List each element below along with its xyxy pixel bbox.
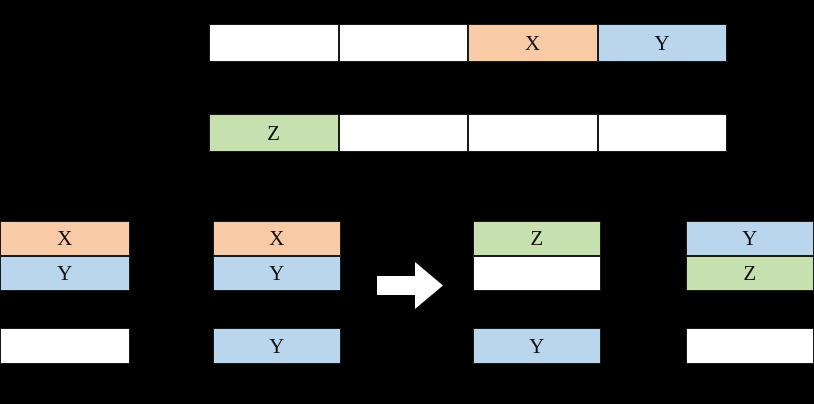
bottom-column-4-stack-cell-1: Y	[686, 221, 814, 256]
bottom-column-3-stack-cell-2	[473, 256, 601, 291]
top-row-1-cell-4: Y	[597, 24, 727, 62]
bottom-column-1-stack-cell-2: Y	[0, 256, 130, 291]
bottom-column-3-stack-cell-1: Z	[473, 221, 601, 256]
top-row-1-cell-3: X	[468, 24, 598, 62]
top-row-1-cell-1	[209, 24, 339, 62]
bottom-column-1-stack-cell-1: X	[0, 221, 130, 256]
top-row-2-cell-2	[338, 114, 468, 152]
right-arrow-icon	[377, 262, 443, 309]
bottom-column-1-detached-cell	[0, 328, 130, 364]
top-row-2-cell-1: Z	[209, 114, 339, 152]
top-row-1-cell-2	[338, 24, 468, 62]
bottom-column-2-stack-cell-1: X	[213, 221, 341, 256]
top-row-2-cell-4	[597, 114, 727, 152]
bottom-column-2-detached-cell: Y	[213, 328, 341, 364]
bottom-column-2-stack-cell-2: Y	[213, 256, 341, 291]
bottom-column-4-stack-cell-2: Z	[686, 256, 814, 291]
bottom-column-4-detached-cell	[686, 328, 814, 364]
top-row-2-cell-3	[468, 114, 598, 152]
bottom-column-3-detached-cell: Y	[473, 328, 601, 364]
